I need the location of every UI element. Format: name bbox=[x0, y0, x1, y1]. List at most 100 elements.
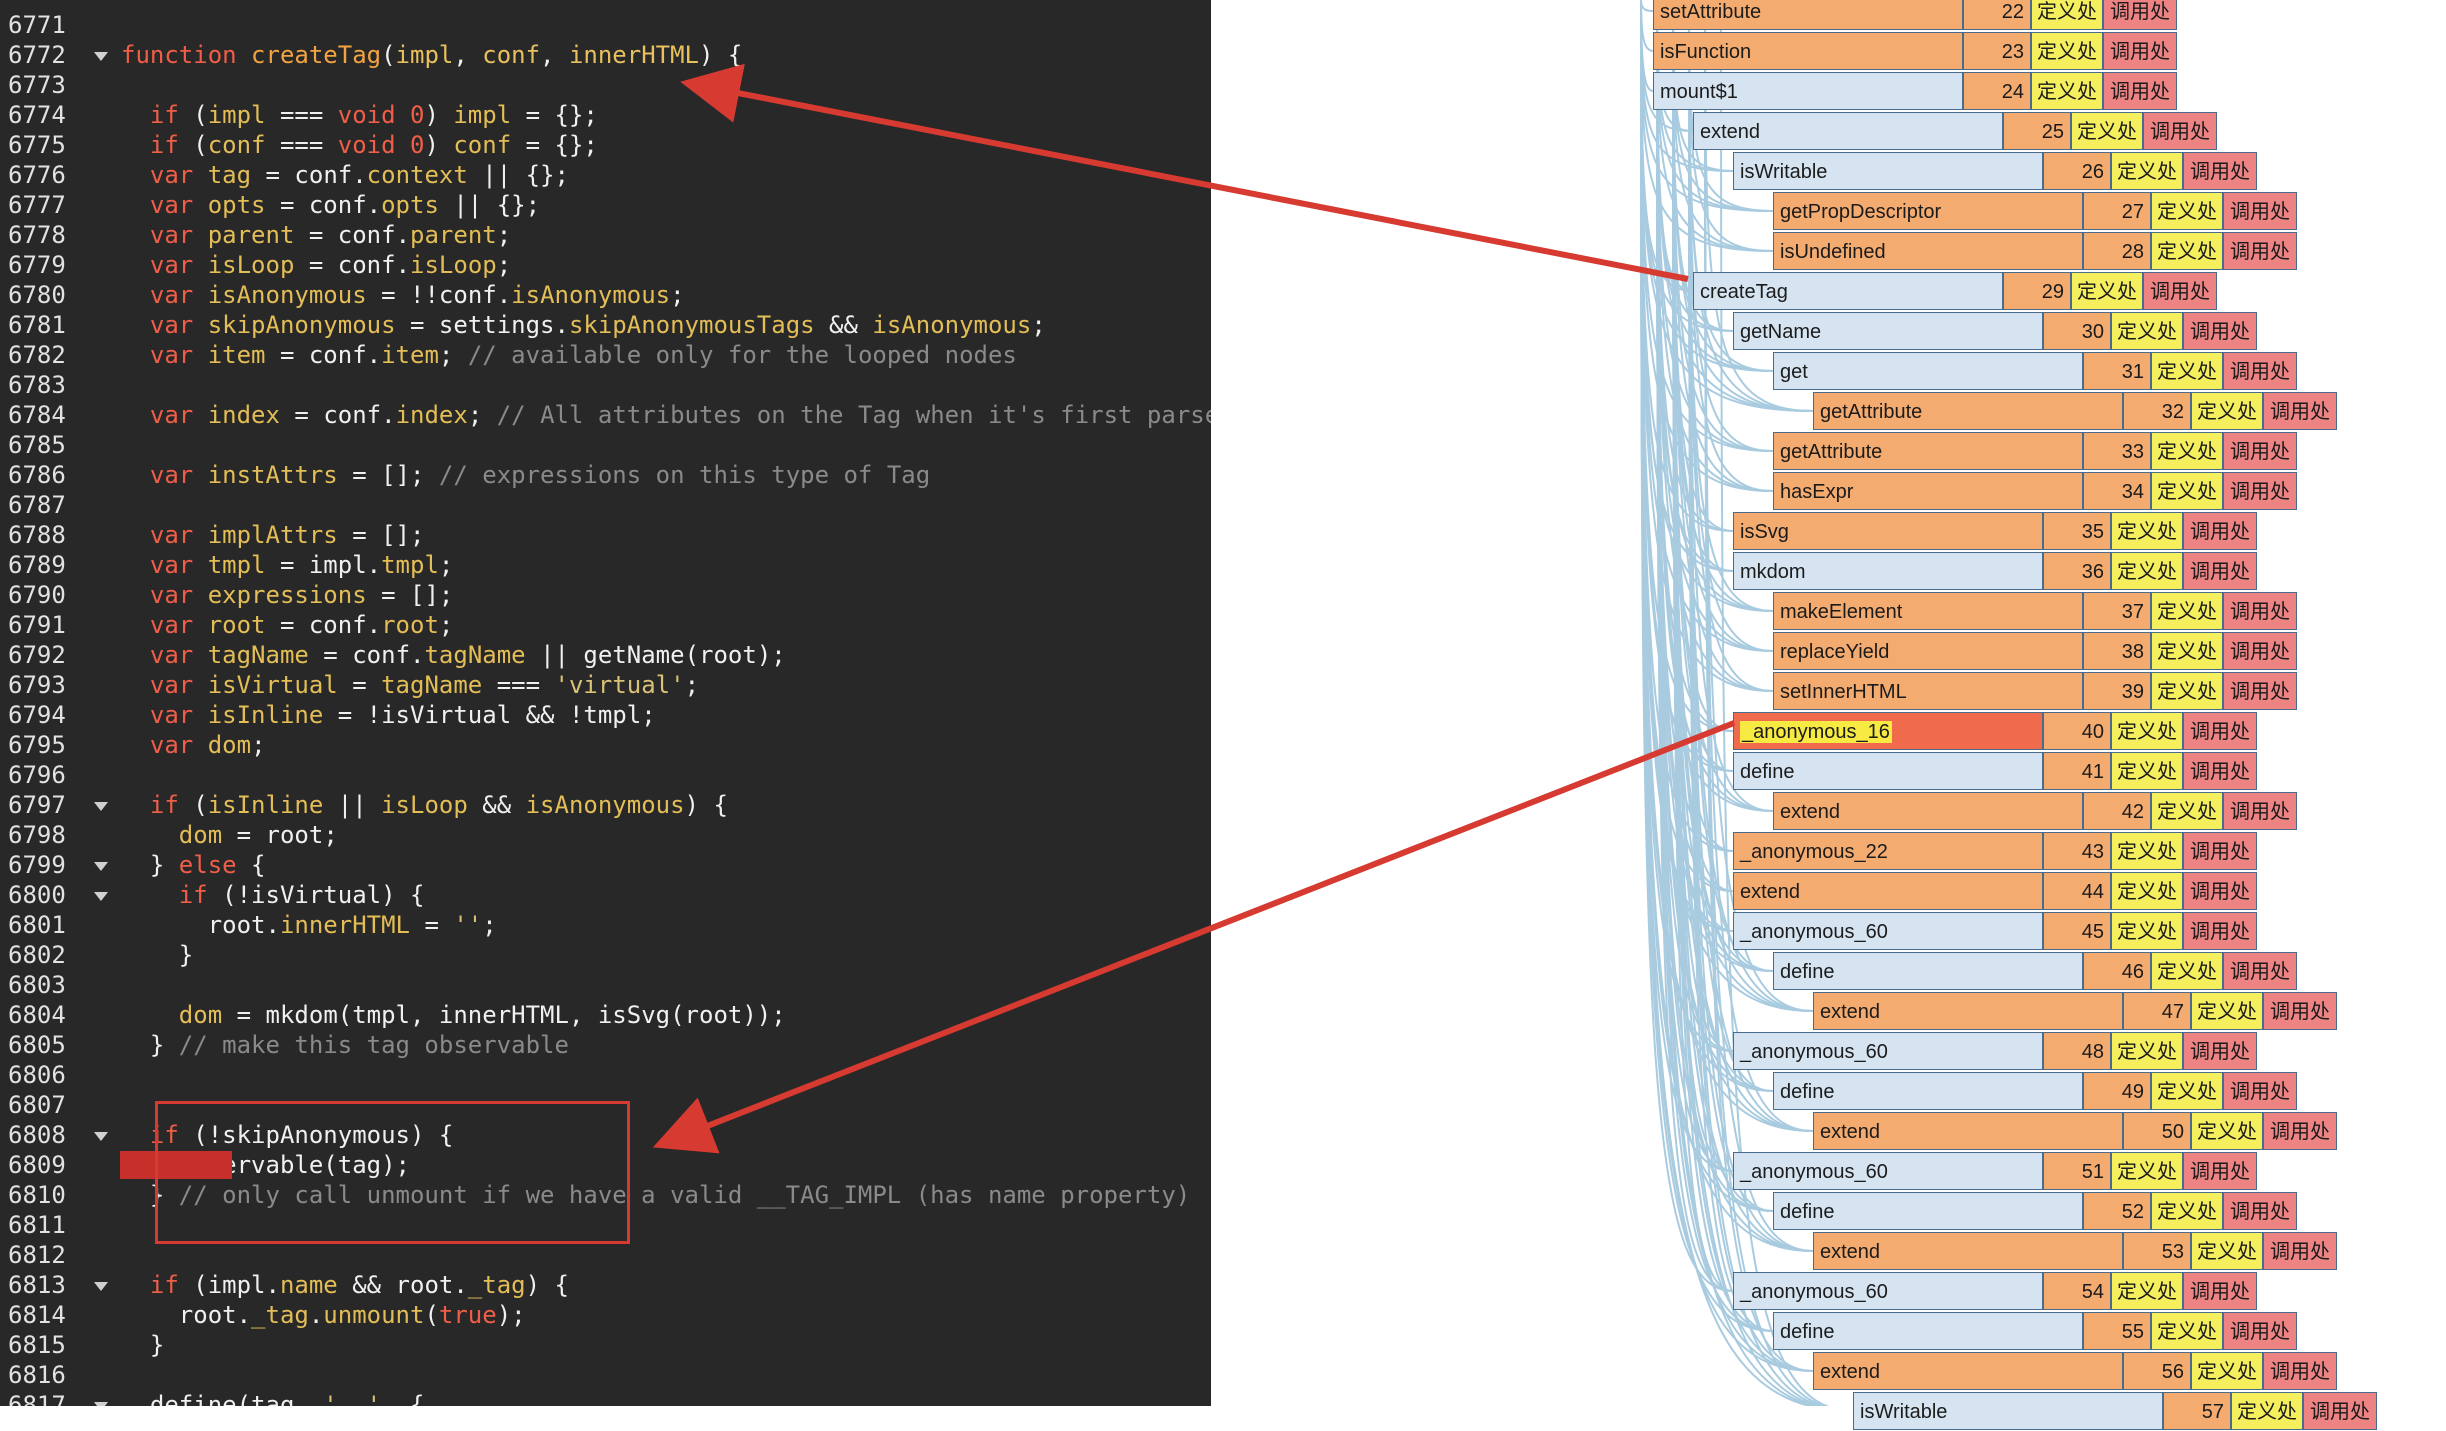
fold-toggle-icon[interactable] bbox=[94, 1402, 108, 1406]
call-site-link[interactable]: 调用处 bbox=[2103, 0, 2177, 30]
node-name[interactable]: mkdom bbox=[1733, 552, 2043, 590]
call-site-link[interactable]: 调用处 bbox=[2223, 592, 2297, 630]
fold-toggle-icon[interactable] bbox=[94, 862, 108, 871]
call-site-link[interactable]: 调用处 bbox=[2263, 1232, 2337, 1270]
node-name[interactable]: _anonymous_60 bbox=[1733, 1152, 2043, 1190]
call-site-link[interactable]: 调用处 bbox=[2263, 1112, 2337, 1150]
node-name[interactable]: getPropDescriptor bbox=[1773, 192, 2083, 230]
code-line[interactable]: 6789 var tmpl = impl.tmpl; bbox=[0, 550, 1211, 580]
definition-link[interactable]: 定义处 bbox=[2151, 632, 2223, 670]
definition-link[interactable]: 定义处 bbox=[2111, 872, 2183, 910]
definition-link[interactable]: 定义处 bbox=[2111, 1032, 2183, 1070]
call-site-link[interactable]: 调用处 bbox=[2223, 1312, 2297, 1350]
call-site-link[interactable]: 调用处 bbox=[2223, 472, 2297, 510]
node-name[interactable]: _anonymous_60 bbox=[1733, 1032, 2043, 1070]
call-site-link[interactable]: 调用处 bbox=[2303, 1392, 2377, 1430]
code-line[interactable]: 6807 bbox=[0, 1090, 1211, 1120]
node-name[interactable]: extend bbox=[1693, 112, 2003, 150]
code-line[interactable]: 6796 bbox=[0, 760, 1211, 790]
code-line[interactable]: 6812 bbox=[0, 1240, 1211, 1270]
code-line[interactable]: 6798 dom = root; bbox=[0, 820, 1211, 850]
node-name[interactable]: getName bbox=[1733, 312, 2043, 350]
code-line[interactable]: 6774 if (impl === void 0) impl = {}; bbox=[0, 100, 1211, 130]
call-site-link[interactable]: 调用处 bbox=[2223, 672, 2297, 710]
node-name[interactable]: _anonymous_16 bbox=[1733, 712, 2043, 750]
node-name[interactable]: isWritable bbox=[1733, 152, 2043, 190]
node-name[interactable]: _anonymous_22 bbox=[1733, 832, 2043, 870]
node-name[interactable]: isWritable bbox=[1853, 1392, 2163, 1430]
code-line[interactable]: 6786 var instAttrs = []; // expressions … bbox=[0, 460, 1211, 490]
call-site-link[interactable]: 调用处 bbox=[2183, 752, 2257, 790]
definition-link[interactable]: 定义处 bbox=[2151, 432, 2223, 470]
call-site-link[interactable]: 调用处 bbox=[2183, 712, 2257, 750]
code-line[interactable]: 6776 var tag = conf.context || {}; bbox=[0, 160, 1211, 190]
code-line[interactable]: 6775 if (conf === void 0) conf = {}; bbox=[0, 130, 1211, 160]
node-name[interactable]: define bbox=[1773, 1192, 2083, 1230]
call-site-link[interactable]: 调用处 bbox=[2183, 1032, 2257, 1070]
call-site-link[interactable]: 调用处 bbox=[2223, 952, 2297, 990]
code-line[interactable]: 6800 if (!isVirtual) { bbox=[0, 880, 1211, 910]
code-line[interactable]: 6804 dom = mkdom(tmpl, innerHTML, isSvg(… bbox=[0, 1000, 1211, 1030]
code-line[interactable]: 6801 root.innerHTML = ''; bbox=[0, 910, 1211, 940]
node-name[interactable]: setAttribute bbox=[1653, 0, 1963, 30]
definition-link[interactable]: 定义处 bbox=[2111, 1272, 2183, 1310]
definition-link[interactable]: 定义处 bbox=[2151, 472, 2223, 510]
call-site-link[interactable]: 调用处 bbox=[2223, 232, 2297, 270]
call-site-link[interactable]: 调用处 bbox=[2183, 152, 2257, 190]
node-name[interactable]: get bbox=[1773, 352, 2083, 390]
definition-link[interactable]: 定义处 bbox=[2111, 312, 2183, 350]
code-line[interactable]: 6782 var item = conf.item; // available … bbox=[0, 340, 1211, 370]
code-line[interactable]: 6799 } else { bbox=[0, 850, 1211, 880]
call-site-link[interactable]: 调用处 bbox=[2183, 832, 2257, 870]
node-name[interactable]: define bbox=[1733, 752, 2043, 790]
call-site-link[interactable]: 调用处 bbox=[2183, 1152, 2257, 1190]
code-line[interactable]: 6813 if (impl.name && root._tag) { bbox=[0, 1270, 1211, 1300]
call-site-link[interactable]: 调用处 bbox=[2103, 72, 2177, 110]
fold-toggle-icon[interactable] bbox=[94, 802, 108, 811]
code-line[interactable]: 6802 } bbox=[0, 940, 1211, 970]
node-name[interactable]: isUndefined bbox=[1773, 232, 2083, 270]
definition-link[interactable]: 定义处 bbox=[2151, 1312, 2223, 1350]
code-line[interactable]: 6784 var index = conf.index; // All attr… bbox=[0, 400, 1211, 430]
call-site-link[interactable]: 调用处 bbox=[2223, 432, 2297, 470]
code-line[interactable]: 6790 var expressions = []; bbox=[0, 580, 1211, 610]
definition-link[interactable]: 定义处 bbox=[2151, 1072, 2223, 1110]
definition-link[interactable]: 定义处 bbox=[2111, 512, 2183, 550]
call-site-link[interactable]: 调用处 bbox=[2223, 1072, 2297, 1110]
code-line[interactable]: 6815 } bbox=[0, 1330, 1211, 1360]
fold-toggle-icon[interactable] bbox=[94, 1282, 108, 1291]
call-site-link[interactable]: 调用处 bbox=[2223, 792, 2297, 830]
code-line[interactable]: 6787 bbox=[0, 490, 1211, 520]
code-line[interactable]: 6773 bbox=[0, 70, 1211, 100]
code-line[interactable]: 6808 if (!skipAnonymous) { bbox=[0, 1120, 1211, 1150]
call-site-link[interactable]: 调用处 bbox=[2183, 552, 2257, 590]
call-site-link[interactable]: 调用处 bbox=[2223, 632, 2297, 670]
definition-link[interactable]: 定义处 bbox=[2151, 192, 2223, 230]
code-line[interactable]: 6791 var root = conf.root; bbox=[0, 610, 1211, 640]
code-line[interactable]: 6811 bbox=[0, 1210, 1211, 1240]
node-name[interactable]: extend bbox=[1733, 872, 2043, 910]
node-name[interactable]: mount$1 bbox=[1653, 72, 1963, 110]
code-line[interactable]: 6783 bbox=[0, 370, 1211, 400]
definition-link[interactable]: 定义处 bbox=[2231, 1392, 2303, 1430]
definition-link[interactable]: 定义处 bbox=[2191, 1112, 2263, 1150]
definition-link[interactable]: 定义处 bbox=[2151, 952, 2223, 990]
code-line[interactable]: 6805 } // make this tag observable bbox=[0, 1030, 1211, 1060]
